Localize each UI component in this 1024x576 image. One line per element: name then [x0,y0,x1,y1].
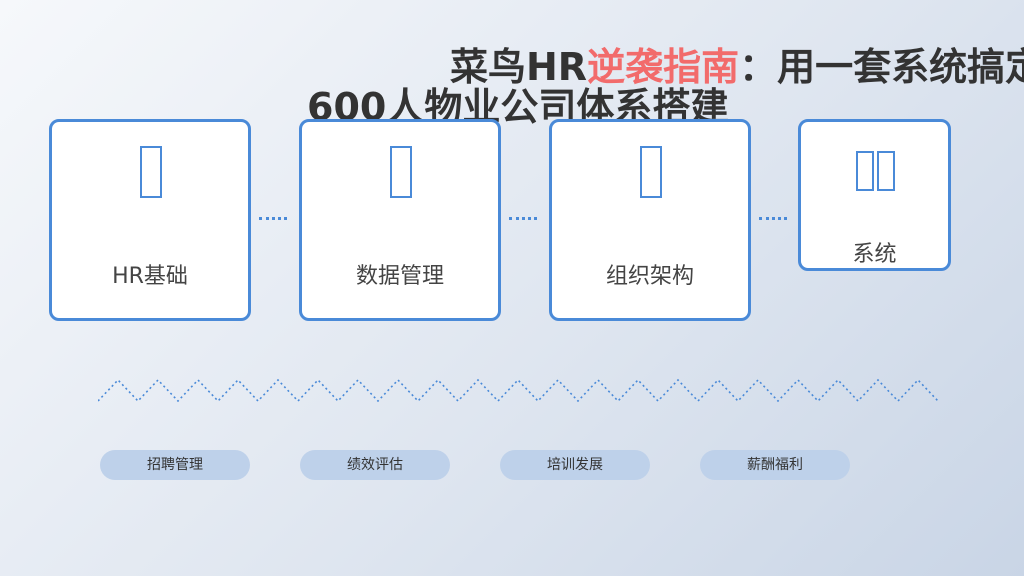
dotted-connector [509,217,537,220]
placeholder-glyph-icon [877,151,895,191]
card-label: 组织架构 [605,264,694,289]
pill-training: 培训发展 [500,450,650,480]
title-suffix: ：用一套系统搞定 [739,45,1024,89]
card-hr-basics: HR基础 [49,119,251,321]
card-org-structure: 组织架构 [549,119,751,321]
card-system: 系统 [798,119,951,271]
placeholder-glyph-icon [140,146,162,198]
card-data-management: 数据管理 [299,119,501,321]
title-highlight: 逆袭指南 [587,45,740,89]
page-title-line-1: 菜鸟HR逆袭指南：用一套系统搞定 [450,44,1024,90]
card-label: 数据管理 [355,264,444,289]
pill-performance: 绩效评估 [300,450,450,480]
dotted-connector [759,217,787,220]
dotted-connector [259,217,287,220]
card-label: HR基础 [112,264,188,289]
card-label: 系统 [852,242,897,267]
zigzag-divider [98,378,939,403]
placeholder-glyph-icon [856,151,874,191]
placeholder-glyph-icon [390,146,412,198]
pill-compensation: 薪酬福利 [700,450,850,480]
title-prefix: 菜鸟HR [450,45,588,89]
placeholder-glyph-icon [640,146,662,198]
pill-recruitment: 招聘管理 [100,450,250,480]
